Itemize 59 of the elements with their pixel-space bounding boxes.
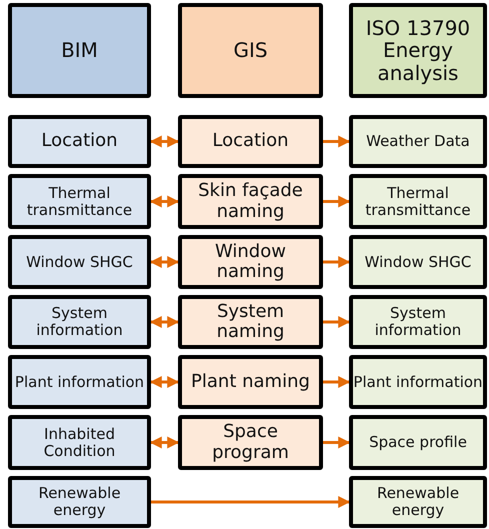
arrow — [323, 376, 350, 388]
box-label: Window SHGC — [364, 254, 472, 270]
process-box — [178, 295, 323, 349]
process-box — [8, 235, 151, 289]
process-box — [349, 415, 487, 470]
box-label: Renewable energy — [37, 485, 122, 519]
process-box — [349, 476, 487, 528]
arrow — [151, 496, 350, 508]
process-box — [8, 355, 151, 409]
box-label: System information — [374, 305, 462, 339]
process-box — [349, 115, 487, 168]
double-arrow — [150, 256, 180, 268]
header-box — [178, 3, 323, 98]
process-box — [349, 235, 487, 289]
process-box — [349, 174, 487, 229]
box-label: Location — [41, 131, 118, 152]
box-label: Thermal transmittance — [364, 184, 472, 218]
box-label: Thermal transmittance — [26, 184, 134, 218]
box-label: Window SHGC — [26, 254, 133, 270]
box-label: Location — [212, 131, 289, 152]
box-label: Skin façade naming — [197, 181, 304, 222]
header-box — [8, 3, 151, 98]
box-label: GIS — [233, 39, 268, 62]
process-box — [178, 415, 323, 470]
process-box — [178, 355, 323, 409]
double-arrow — [150, 196, 180, 208]
box-label: Window naming — [214, 242, 287, 282]
header-box — [349, 3, 487, 98]
process-box — [178, 235, 323, 289]
arrow — [323, 316, 350, 328]
box-label: Plant information — [353, 374, 483, 390]
process-box — [178, 174, 323, 229]
box-label: Inhabited Condition — [42, 426, 116, 460]
box-label: Plant information — [14, 374, 144, 390]
double-arrow — [150, 436, 180, 448]
box-label: BIM — [61, 39, 98, 62]
box-label: Weather Data — [366, 133, 470, 150]
box-label: ISO 13790 Energy analysis — [364, 16, 472, 84]
arrow — [323, 436, 350, 448]
process-box — [8, 476, 151, 528]
process-box — [349, 355, 487, 409]
box-label: System information — [35, 305, 124, 339]
process-box — [8, 174, 151, 229]
box-label: Plant naming — [191, 372, 310, 392]
arrow — [323, 256, 350, 268]
double-arrow — [150, 136, 180, 148]
process-box — [8, 115, 151, 168]
double-arrow — [150, 376, 180, 388]
process-box — [8, 415, 151, 470]
box-label: Space program — [211, 422, 290, 463]
process-box — [8, 295, 151, 349]
arrow — [323, 136, 350, 148]
box-label: Renewable energy — [376, 485, 460, 519]
box-label: System naming — [216, 302, 286, 342]
double-arrow — [150, 316, 180, 328]
box-label: Space profile — [369, 434, 467, 451]
process-box — [349, 295, 487, 349]
process-box — [178, 115, 323, 168]
arrow — [323, 196, 350, 208]
